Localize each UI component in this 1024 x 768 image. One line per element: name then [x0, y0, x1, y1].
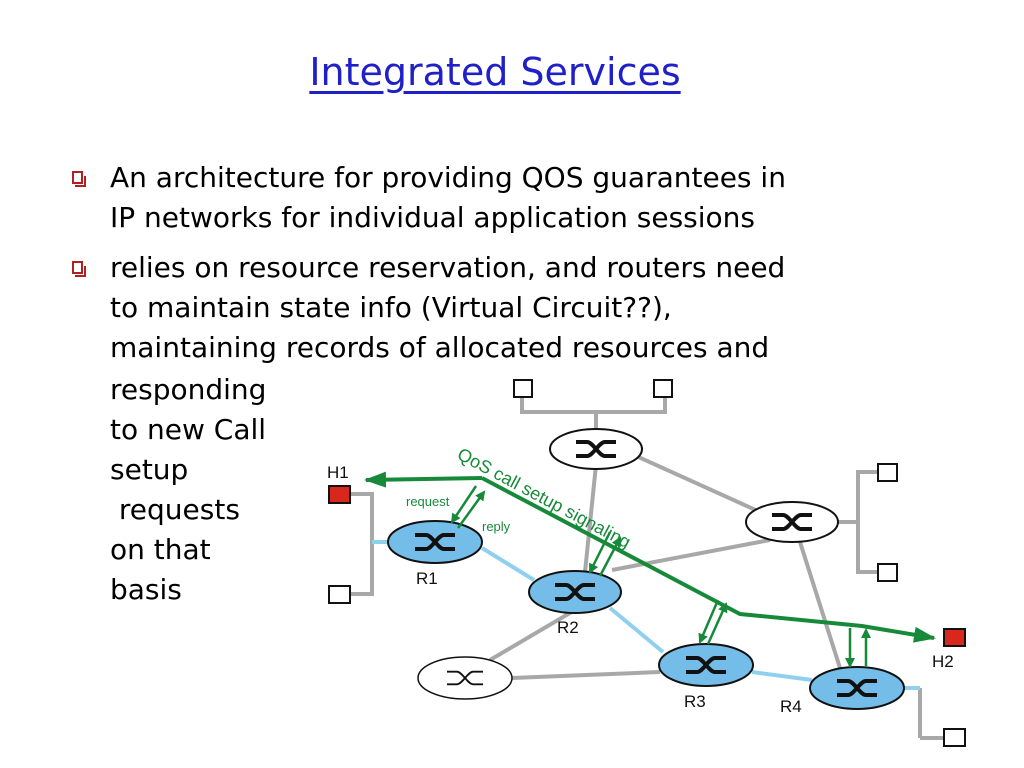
host-bottom-left: [328, 585, 351, 604]
label-request: request: [406, 494, 450, 509]
host-top-left: [513, 379, 533, 398]
signaling-path-to-h1: [364, 471, 483, 488]
bullet-resource-reservation: relies on resource reservation, and rout…: [72, 248, 892, 368]
router-r4: [809, 666, 905, 710]
router-r2: [528, 570, 622, 614]
signaling-path-to-h2: [481, 476, 936, 643]
label-r4: R4: [780, 697, 802, 716]
label-r1: R1: [416, 569, 438, 588]
label-r3: R3: [684, 692, 706, 711]
host-bottom-right: [943, 728, 966, 747]
host-right-top: [877, 463, 898, 482]
bullet-architecture: An architecture for providing QOS guaran…: [72, 158, 912, 238]
slide-title: Integrated Services: [309, 50, 681, 94]
host-right-bottom: [877, 563, 898, 582]
bullet-text: An architecture for providing QOS guaran…: [110, 161, 786, 234]
request-reply-arrows: [450, 485, 871, 668]
router-top: [549, 428, 643, 470]
router-bottom-left: [417, 656, 513, 700]
host-top-right: [653, 379, 673, 398]
label-r2: R2: [557, 618, 579, 637]
label-h2: H2: [932, 652, 954, 671]
host-h2: [943, 628, 966, 647]
router-r1: [387, 520, 483, 564]
label-h1: H1: [327, 463, 349, 482]
bullet-text: relies on resource reservation, and rout…: [110, 251, 786, 364]
bullet-marker-icon: [72, 261, 86, 277]
bullet-continuation-text: responding to new Call setup requests on…: [110, 373, 267, 606]
router-right: [745, 501, 839, 543]
blue-links: [372, 540, 920, 690]
bullet-marker-icon: [72, 171, 86, 187]
host-h1: [328, 485, 351, 504]
label-reply: reply: [482, 519, 511, 534]
router-r3: [658, 643, 754, 687]
